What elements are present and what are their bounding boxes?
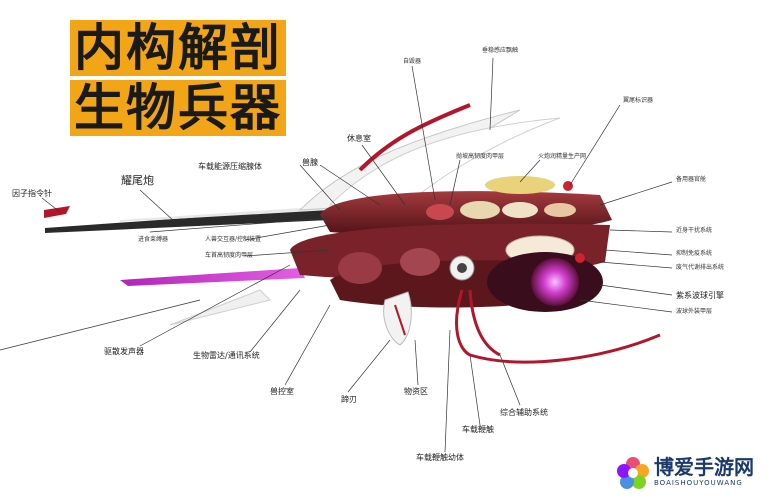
label-jinshen: 近身干扰系统 (676, 227, 713, 234)
label-chezai-youti: 车载鞭触幼体 (416, 453, 464, 462)
label-shoukong: 兽控室 (270, 387, 294, 396)
brand-flower-icon (617, 457, 649, 489)
label-yingwei: 翼尾标识器 (623, 97, 654, 104)
red-tendrils (455, 289, 661, 364)
label-shengwu: 生物雷达/通讯系统 (193, 351, 260, 360)
label-chuifu: 垂稳感应飘触 (482, 47, 519, 54)
label-small3: 人兽交互器/控制装置 (205, 236, 262, 243)
label-shouxian: 兽腺 (302, 158, 318, 167)
label-feiqi: 废气代谢排出系统 (676, 264, 725, 271)
label-chezai-bian: 车载鞭触 (462, 425, 494, 434)
brand-name: 博爱手游网 (654, 455, 754, 479)
brand-sub: BOAISHOUYOUWANG (654, 479, 743, 487)
label-boqiu: 波球外装甲层 (676, 308, 713, 315)
label-qusan: 驱散发声器 (104, 347, 144, 356)
label-wuzi: 物资区 (404, 387, 428, 396)
label-yaowei: 耀尾炮 (121, 174, 154, 187)
label-zonghe: 综合辅助系统 (500, 408, 548, 417)
label-jinjia: 进食束缚器 (138, 236, 169, 243)
label-small1: 抛坡高韧度肉甲层 (456, 153, 505, 160)
label-nengyuan: 车载能源压缩腺体 (198, 162, 262, 171)
label-yizhi: 抑制免疫系统 (676, 250, 713, 257)
leader-lines (0, 57, 673, 453)
engine-sphere (487, 252, 603, 312)
cannon-barrel (44, 206, 330, 233)
label-xiuxi: 休息室 (347, 134, 371, 143)
label-small4: 车首高韧度肉甲层 (205, 252, 254, 259)
title-line-2: 生物兵器 (70, 80, 286, 136)
purple-tail (120, 268, 305, 326)
label-zibao: 自毁器 (403, 58, 422, 65)
label-zixi: 紫系波球引擎 (676, 291, 724, 300)
title-line-1: 内构解剖 (70, 20, 286, 76)
hoof-blade (383, 291, 412, 346)
label-yinzi: 因子指令针 (12, 189, 52, 198)
label-tiren: 蹄刃 (341, 395, 357, 404)
label-beiyong: 备用器官舱 (676, 176, 707, 183)
label-small2: 火炮润精量生产网 (538, 153, 587, 160)
brand-watermark: 博爱手游网 BOAISHOUYOUWANG (614, 454, 764, 492)
upper-fins (298, 103, 561, 211)
